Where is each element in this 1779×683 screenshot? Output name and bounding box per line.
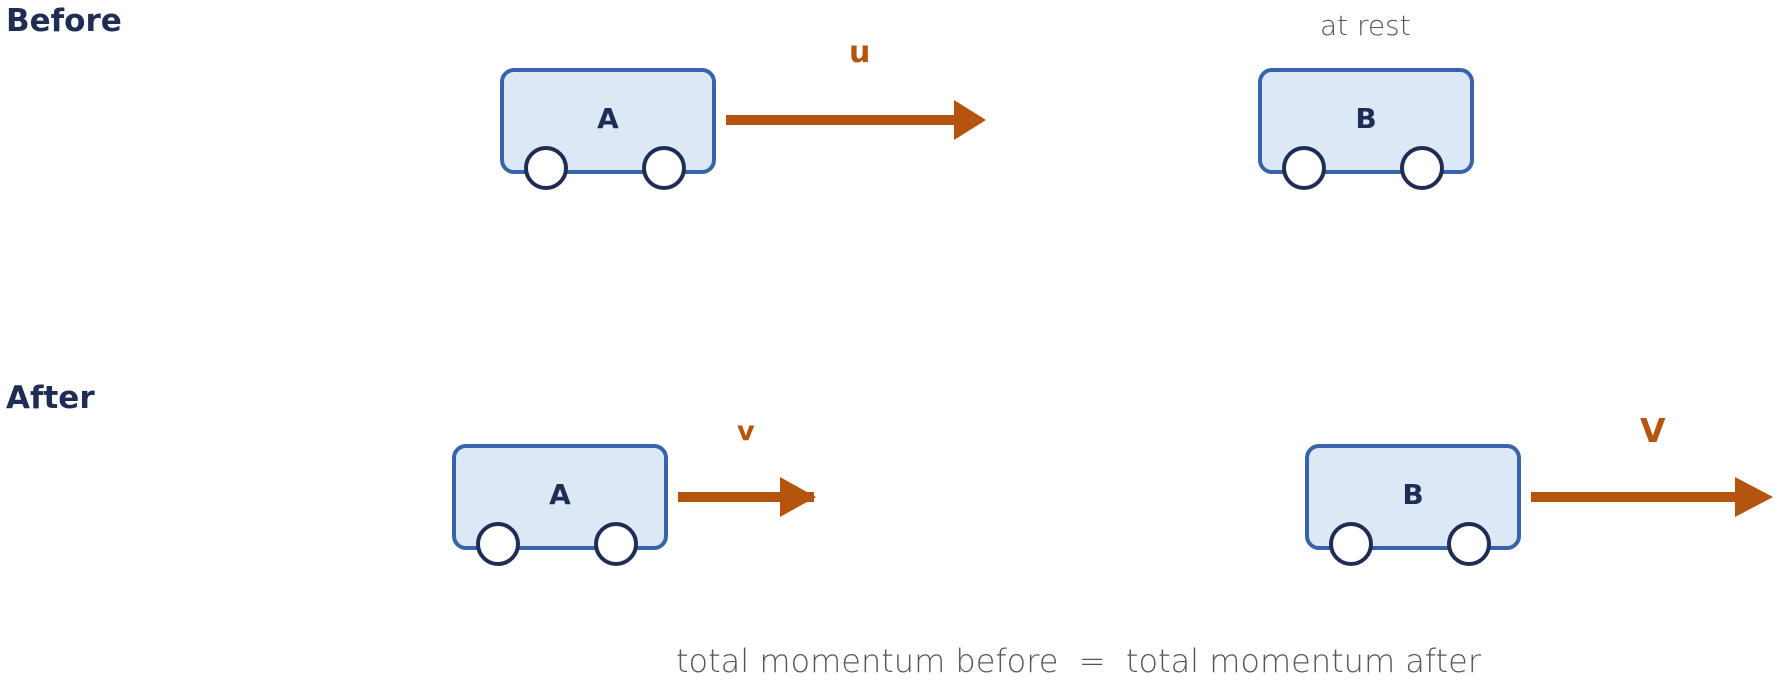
wheel-icon xyxy=(1447,522,1491,566)
velocity-label-v: v xyxy=(737,416,755,447)
after-cart-a: A xyxy=(452,444,668,570)
wheel-icon xyxy=(524,146,568,190)
velocity-label-u: u xyxy=(849,35,871,70)
momentum-equation: total momentum before = total momentum a… xyxy=(676,642,1481,680)
wheel-icon xyxy=(1329,522,1373,566)
at-rest-caption: at rest xyxy=(1320,9,1411,42)
velocity-arrow-v xyxy=(678,477,816,517)
cart-label: A xyxy=(549,478,571,511)
wheel-icon xyxy=(1282,146,1326,190)
velocity-label-big-v: V xyxy=(1640,411,1666,450)
velocity-arrow-u xyxy=(726,100,986,140)
before-section-label: Before xyxy=(6,3,122,39)
wheel-icon xyxy=(642,146,686,190)
cart-label: A xyxy=(597,102,619,135)
cart-label: B xyxy=(1402,478,1424,511)
after-section-label: After xyxy=(6,380,95,416)
velocity-arrow-big-v xyxy=(1531,477,1773,517)
wheel-icon xyxy=(476,522,520,566)
after-cart-b: B xyxy=(1305,444,1521,570)
wheel-icon xyxy=(1400,146,1444,190)
cart-label: B xyxy=(1355,102,1377,135)
before-cart-a: A xyxy=(500,68,716,194)
before-cart-b: B xyxy=(1258,68,1474,194)
wheel-icon xyxy=(594,522,638,566)
